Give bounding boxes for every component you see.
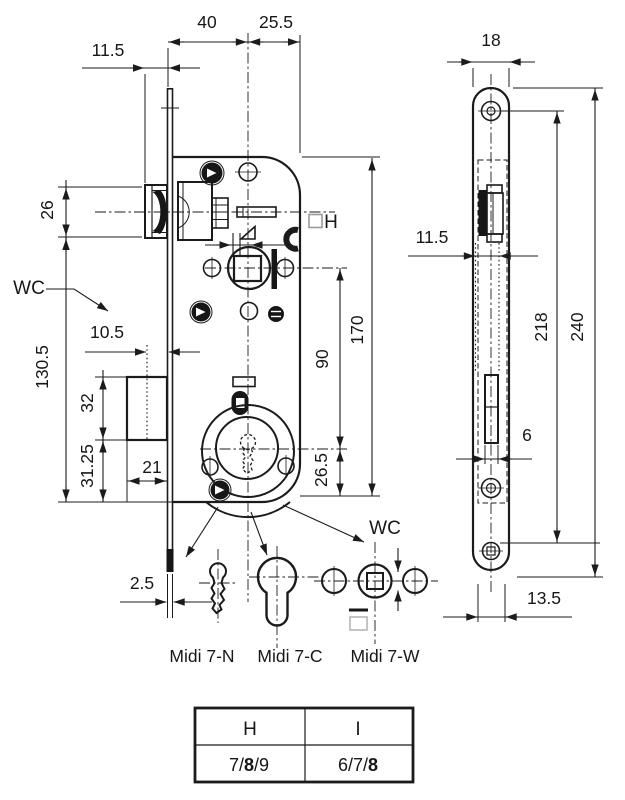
lock-case-outline	[173, 155, 302, 504]
spec-table: H I 7/8/9 6/7/8	[193, 706, 415, 784]
latch-tail	[236, 206, 277, 218]
table-header-h: H	[243, 719, 257, 740]
faceplate	[161, 88, 179, 618]
variant-label: Midi 7-N	[169, 646, 234, 666]
dim-latch-width: 11.5	[416, 227, 449, 247]
latch-spring	[211, 197, 229, 229]
screw-posts-top	[199, 160, 261, 186]
spindle-follower	[189, 224, 299, 324]
dim-deadbolt-width: 21	[142, 457, 161, 477]
dimensions-front: 40 25.5 11.5 26 WC 10.5	[13, 12, 380, 606]
dim-cyl-bottom: 26.5	[311, 453, 331, 487]
dim-backset: 40	[197, 12, 217, 32]
dim-screw-centres: 218	[531, 312, 551, 341]
cylinder-rosette	[201, 404, 295, 519]
screw-hole	[239, 301, 259, 321]
square-symbol	[308, 213, 323, 229]
table-header-i: I	[355, 719, 360, 740]
bit-keyhole-icon	[209, 562, 227, 615]
dimensions-side: 18 11.5 218 240 6	[408, 30, 603, 622]
stop-bar	[271, 249, 277, 289]
table-value-h: 7/8/9	[229, 755, 269, 775]
variant-label: Midi 7-W	[350, 646, 420, 666]
spindle-square-hole	[232, 254, 263, 283]
variant-leaders	[185, 504, 365, 558]
dim-case-depth: 13.5	[527, 588, 561, 608]
latch-side	[478, 184, 504, 243]
square-symbol-gray	[349, 616, 368, 631]
wc-label-right: WC	[369, 518, 401, 539]
dim-overall: 130.5	[32, 345, 52, 389]
variant-midi-7n: Midi 7-N	[169, 549, 237, 666]
faceplate-end-section	[166, 549, 174, 572]
case-post	[283, 226, 299, 252]
faceplate-outline	[471, 86, 511, 572]
wc-leader	[46, 288, 109, 312]
wc-label-left: WC	[13, 278, 45, 299]
dim-plate-length: 240	[567, 312, 587, 341]
dim-bottom-section: 31.25	[77, 444, 97, 488]
dim-faceplate-thickness: 2.5	[130, 573, 154, 593]
front-view: 40 25.5 11.5 26 WC 10.5	[13, 12, 380, 618]
case-hidden-outline	[477, 159, 508, 504]
label-spindle-square: H	[324, 212, 338, 233]
dim-bolt-thickness: 6	[522, 425, 532, 445]
lock-case	[58, 155, 302, 504]
dim-deadbolt-throw: 10.5	[90, 322, 124, 342]
euro-cylinder-icon	[256, 556, 298, 627]
deadbolt	[125, 345, 169, 502]
deadbolt-slot	[484, 374, 499, 444]
wc-keyhole-dashed	[239, 433, 257, 451]
triangle-marker	[238, 224, 256, 240]
mid-parts	[231, 376, 256, 415]
rose-arc	[205, 501, 291, 519]
latch-bevel	[152, 190, 167, 234]
dim-plate-width: 18	[481, 30, 500, 50]
side-view: 18 11.5 218 240 6	[408, 30, 603, 622]
dim-latch-protrusion: 11.5	[92, 40, 125, 60]
slotted-post	[268, 306, 284, 322]
wc-follower	[357, 563, 393, 599]
dim-deadbolt-height: 32	[77, 393, 97, 412]
cylinder-variants: Midi 7-N Midi 7-C WC Midi 7-W	[169, 518, 438, 666]
dim-case-front: 25.5	[259, 12, 293, 32]
latch-bolt	[144, 181, 277, 241]
dim-centres: 90	[312, 349, 332, 369]
variant-midi-7w: WC Midi 7-W	[314, 518, 438, 666]
dim-latch-height: 26	[37, 200, 57, 219]
table-value-i: 6/7/8	[338, 755, 378, 775]
variant-label: Midi 7-C	[257, 646, 322, 666]
wc-square-hole	[366, 572, 384, 590]
dim-case-height: 170	[347, 315, 367, 344]
variant-midi-7c: Midi 7-C	[249, 546, 323, 666]
